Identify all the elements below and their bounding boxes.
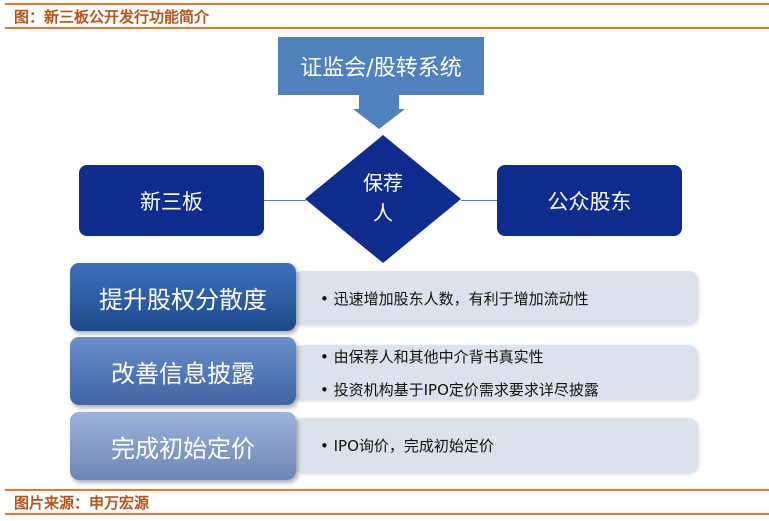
top-rule [5, 3, 769, 5]
detail-point: IPO询价，完成初始定价 [320, 435, 698, 456]
down-arrow-icon [353, 109, 405, 129]
detail-point: 迅速增加股东人数，有利于增加流动性 [320, 288, 698, 309]
connector-left [264, 200, 306, 201]
bottom-rule [5, 513, 769, 515]
detail-point: 投资机构基于IPO定价需求要求详尽披露 [320, 379, 698, 400]
detail-point: 由保荐人和其他中介背书真实性 [320, 346, 698, 367]
public-shareholders-box: 公众股东 [497, 165, 682, 236]
sponsor-label-line2: 人 [373, 201, 393, 225]
function-detail-panel: 由保荐人和其他中介背书真实性投资机构基于IPO定价需求要求详尽披露 [292, 345, 698, 400]
source-rule [5, 489, 769, 491]
sponsor-diamond [305, 135, 461, 263]
sponsor-label-line1: 保荐 [363, 171, 403, 195]
function-detail-panel: 迅速增加股东人数，有利于增加流动性 [292, 271, 698, 325]
function-box: 改善信息披露 [70, 337, 296, 405]
source-note: 图片来源：申万宏源 [14, 494, 150, 512]
sponsor-label: 保荐人 [305, 168, 461, 228]
function-box: 完成初始定价 [70, 412, 296, 480]
connector-right [461, 200, 497, 201]
down-arrow-stem [359, 95, 399, 109]
neeq-box: 新三板 [79, 165, 264, 236]
caption-rule [5, 27, 769, 29]
function-detail-panel: IPO询价，完成初始定价 [292, 418, 698, 473]
figure-caption: 图：新三板公开发行功能简介 [14, 8, 210, 26]
regulator-box: 证监会/股转系统 [278, 37, 484, 95]
function-box: 提升股权分散度 [70, 263, 296, 331]
